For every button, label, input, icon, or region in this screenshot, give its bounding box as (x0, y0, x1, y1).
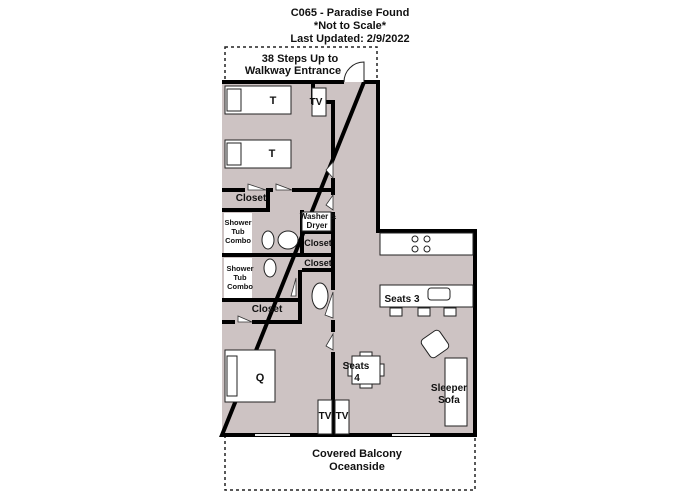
burner (411, 245, 419, 253)
bath-label: Combo (227, 282, 253, 291)
door (324, 291, 334, 319)
sink-1 (277, 230, 299, 250)
shower-tub-2 (224, 258, 252, 298)
washer-label: Washer & (300, 212, 337, 221)
sofa-label: Sofa (438, 395, 460, 406)
stool (443, 307, 457, 317)
tv-stand-right (334, 399, 350, 435)
pillow (226, 355, 238, 397)
bath-label: Combo (225, 236, 251, 245)
kitchen-counter (379, 232, 474, 256)
burner (423, 245, 431, 253)
burner (411, 235, 419, 243)
entrance-label: 38 Steps Up to (262, 53, 339, 65)
tv-stand-left (317, 399, 333, 435)
updated-date: Last Updated: 2/9/2022 (290, 33, 410, 45)
tv-stand (311, 87, 327, 117)
dining-table (351, 355, 381, 385)
burner (423, 235, 431, 243)
queen-bed-label: Q (256, 372, 265, 384)
door (290, 277, 297, 297)
balcony-area (224, 435, 476, 491)
pillow (226, 88, 242, 112)
entrance-door[interactable] (343, 61, 365, 83)
entrance-label: Walkway Entrance (245, 65, 341, 77)
stool (417, 307, 431, 317)
washer-label: Dryer (307, 221, 328, 230)
entrance-area (224, 46, 378, 83)
armchair (420, 329, 450, 359)
door (275, 183, 293, 191)
sleeper-sofa (444, 357, 468, 427)
plan-header: C065 - Paradise Found *Not to Scale* Las… (200, 7, 500, 46)
dining-label: 4 (354, 373, 360, 384)
door (325, 332, 334, 351)
closet-label: Closet (236, 193, 267, 204)
balcony-label: Covered Balcony (312, 448, 403, 460)
door (325, 160, 334, 180)
closet-label: Closet (252, 304, 283, 315)
scale-note: *Not to Scale* (313, 20, 387, 32)
washer-dryer (301, 211, 332, 232)
island-seats-label: Seats 3 (384, 294, 419, 305)
dining-label: Seats (343, 361, 370, 372)
sink-2 (311, 282, 329, 310)
door (247, 183, 267, 191)
stool (389, 307, 403, 317)
tv-label: TV (336, 411, 349, 422)
door (237, 315, 253, 323)
balcony-label: Oceanside (329, 461, 385, 473)
bath-label: Shower (226, 264, 253, 273)
twin-bed-label: T (270, 95, 277, 107)
toilet-1 (261, 230, 275, 250)
closet-label: Closet (304, 258, 332, 268)
bath-label: Tub (231, 227, 245, 236)
door (325, 193, 334, 211)
twin-bed-label: T (269, 148, 276, 160)
closet-label: Closet (304, 238, 332, 248)
shower-tub-1 (224, 213, 252, 253)
toilet-2 (263, 258, 277, 278)
plan-title: C065 - Paradise Found (290, 7, 410, 19)
pillow (226, 142, 242, 166)
floor (222, 82, 475, 435)
tv-label: TV (319, 411, 332, 422)
sofa-label: Sleeper (431, 383, 467, 394)
bath-label: Shower (224, 218, 251, 227)
tv-label: TV (310, 97, 323, 108)
island-sink (427, 287, 451, 301)
bath-label: Tub (233, 273, 247, 282)
